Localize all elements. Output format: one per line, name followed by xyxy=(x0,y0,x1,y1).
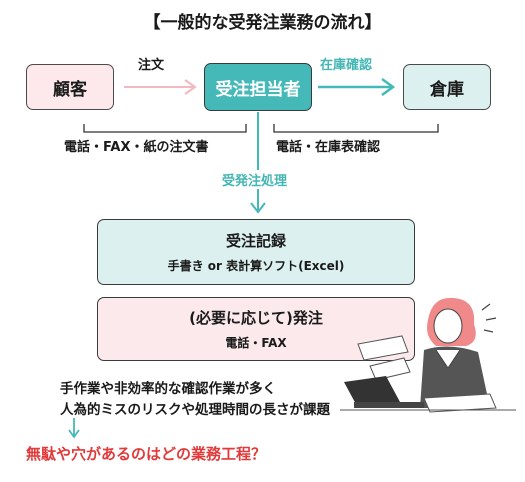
record-detail: 手書き or 表計算ソフト(Excel) xyxy=(167,259,345,273)
order-record-box: 受注記録 手書き or 表計算ソフト(Excel) xyxy=(97,219,415,285)
page-title: 【一般的な受発注業務の流れ】 xyxy=(143,13,382,33)
paper-icon xyxy=(369,357,411,381)
issues-line-2: 人為的ミスのリスクや処理時間の長さが課題 xyxy=(60,402,330,418)
issues-text: 手作業や非効率的な確認作業が多く 人為的ミスのリスクや処理時間の長さが課題 xyxy=(60,379,330,421)
method-bracket-right xyxy=(273,124,439,133)
customer-contact-methods: 電話・FAX・紙の注文書 xyxy=(64,140,209,155)
warehouse-check-methods: 電話・在庫表確認 xyxy=(276,140,381,155)
body-shape xyxy=(420,346,490,408)
process-arrow-head xyxy=(250,202,266,214)
record-title: 受注記録 xyxy=(225,232,286,250)
laptop-base xyxy=(354,402,424,408)
desk-paper-icon xyxy=(423,393,497,413)
order-label: 注文 xyxy=(138,58,165,73)
process-label: 受発注処理 xyxy=(218,170,292,189)
method-bracket-left xyxy=(83,124,247,133)
face-shape xyxy=(433,308,463,344)
customer-node: 顧客 xyxy=(26,64,114,110)
stock-check-label: 在庫確認 xyxy=(320,58,373,73)
purchase-order-box: (必要に応じて)発注 電話・FAX xyxy=(97,297,415,361)
order-detail: 電話・FAX xyxy=(225,336,287,350)
warehouse-node: 倉庫 xyxy=(403,64,491,110)
issues-line-1: 手作業や非効率的な確認作業が多く xyxy=(60,381,276,397)
question-arrow-head xyxy=(68,429,80,439)
paper-icon xyxy=(357,335,409,361)
stress-marks-icon xyxy=(481,303,497,333)
order-arrow-head xyxy=(184,79,197,95)
order-title: (必要に応じて)発注 xyxy=(189,309,323,327)
question-text: 無駄や穴があるのはどの業務工程？ xyxy=(26,445,267,463)
worker-illustration xyxy=(340,297,516,413)
laptop-icon xyxy=(344,376,400,408)
collar-shape xyxy=(435,349,461,369)
staff-node: 受注担当者 xyxy=(204,63,312,111)
stock-arrow-head xyxy=(381,77,396,97)
